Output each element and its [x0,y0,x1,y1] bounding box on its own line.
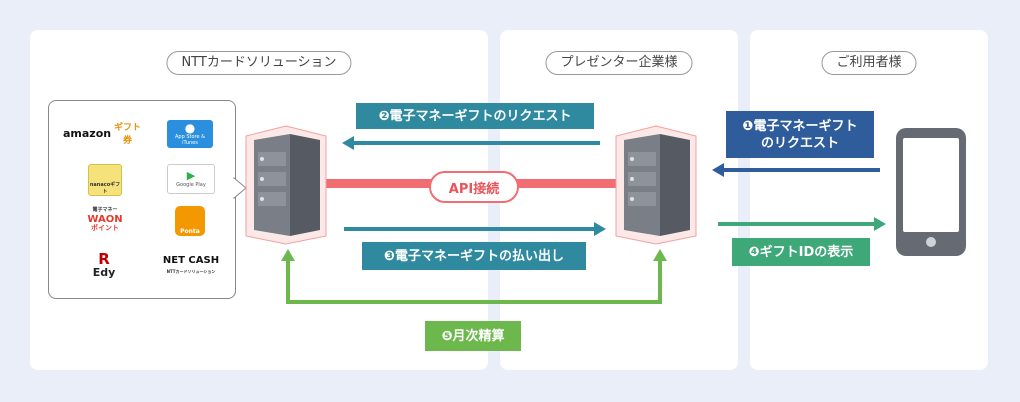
ponta-logo: Ponta [175,206,205,236]
logos-connector [233,176,247,200]
user-section-label: ご利用者様 [821,51,917,75]
arrow-step5-head-right [653,249,667,261]
nanaco-logo: nanacoギフト [88,164,122,196]
api-connection-label: API接続 [429,171,519,203]
waon-logo: 電子マネー WAON ポイント [87,206,123,232]
net-cash-logo: NET CASH NTTカードソリューション [162,255,220,274]
app-store-logo: ● App Store & iTunes [167,120,213,148]
apple-icon: ● [184,121,196,135]
play-icon: ▶ [186,169,196,182]
arrow-step5-head-left [281,249,295,261]
google-play-logo: ▶ Google Play [167,164,215,194]
step2-label: ❷電子マネーギフトのリクエスト [356,103,594,129]
rakuten-r-icon: R [98,250,110,268]
presenter-section-label: プレゼンター企業様 [545,51,693,75]
step4-label: ❹ギフトIDの表示 [732,238,870,266]
smartphone-icon [896,128,966,256]
edy-logo: R Edy [92,250,116,280]
step3-label: ❸電子マネーギフトの払い出し [362,242,586,270]
step1-label: ❶電子マネーギフト のリクエスト [726,111,874,158]
arrow-step2-head [342,136,354,150]
server-icon [245,125,327,245]
step5-label: ❺月次精算 [425,321,521,351]
ntt-section-label: NTTカードソリューション [166,51,352,75]
arrow-step3-head [594,222,606,236]
arrow-step5 [286,258,662,304]
server-icon [615,125,697,245]
arrow-step4-head [874,217,886,231]
arrow-step1-head [712,163,724,177]
